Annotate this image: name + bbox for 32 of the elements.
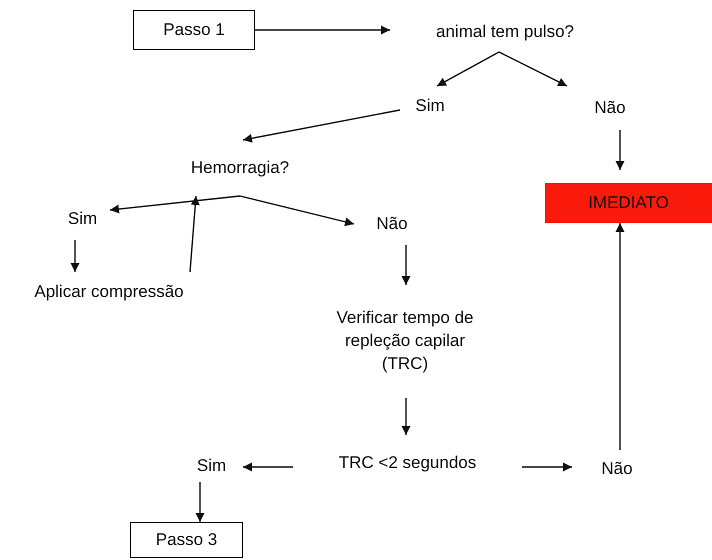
process-box (133, 10, 255, 50)
process-box (130, 522, 243, 558)
answer-text: Não (376, 213, 408, 236)
arrow (436, 51, 500, 87)
box-label: IMEDIATO (588, 192, 669, 214)
arrow (243, 462, 293, 472)
answer-text: Sim (196, 454, 226, 477)
action-text: Aplicar compressão (34, 280, 184, 303)
box-label: Passo 1 (163, 18, 225, 41)
arrow (255, 26, 390, 34)
arrow (242, 109, 400, 143)
action-text: Verificar tempo de repleção capilar (TRC) (335, 307, 474, 375)
outcome-box (545, 183, 712, 223)
answer-text: Sim (68, 208, 98, 230)
answer-text: Sim (415, 94, 445, 117)
decision-text: Hemorragia? (190, 156, 290, 179)
arrow (70, 240, 80, 272)
arrow (522, 462, 572, 472)
decision-text: animal tem pulso? (436, 20, 574, 43)
arrow (402, 245, 410, 285)
answer-text: Não (601, 458, 633, 480)
decision-text: TRC <2 segundos (338, 452, 476, 474)
arrow (189, 196, 200, 272)
box-label: Passo 3 (156, 528, 218, 551)
arrow (240, 195, 354, 226)
arrow (196, 482, 204, 522)
arrow (616, 130, 624, 170)
answer-text: Não (594, 96, 626, 119)
arrow (498, 51, 568, 87)
arrow (402, 398, 410, 435)
arrow (110, 195, 240, 214)
arrow (616, 223, 624, 450)
